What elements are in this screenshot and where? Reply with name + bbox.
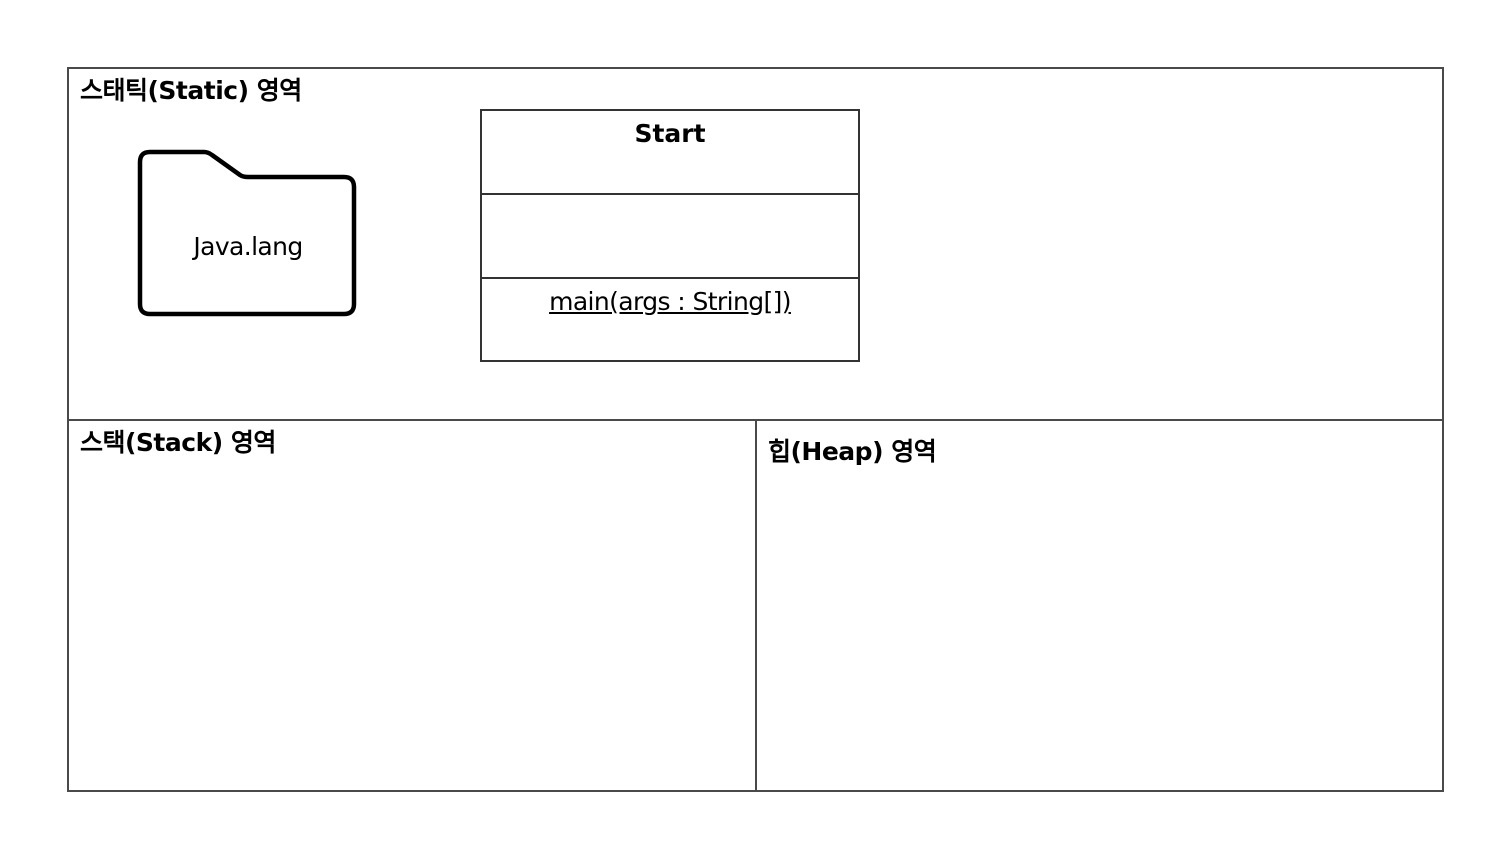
stack-region-title: 스택(Stack) 영역 [80,428,276,457]
folder-icon [137,149,357,317]
class-attributes-compartment [482,195,858,279]
main-operation: main(args : String[]) [549,287,791,316]
package-name: Java.lang [193,231,303,261]
start-class-box: Start main(args : String[]) [480,109,860,362]
class-operations-compartment: main(args : String[]) [482,279,858,360]
java-lang-package: Java.lang [136,148,360,318]
static-region-title: 스태틱(Static) 영역 [80,76,302,105]
class-name: Start [482,111,858,195]
stack-heap-divider [755,420,757,792]
heap-region-title: 힙(Heap) 영역 [768,437,937,466]
